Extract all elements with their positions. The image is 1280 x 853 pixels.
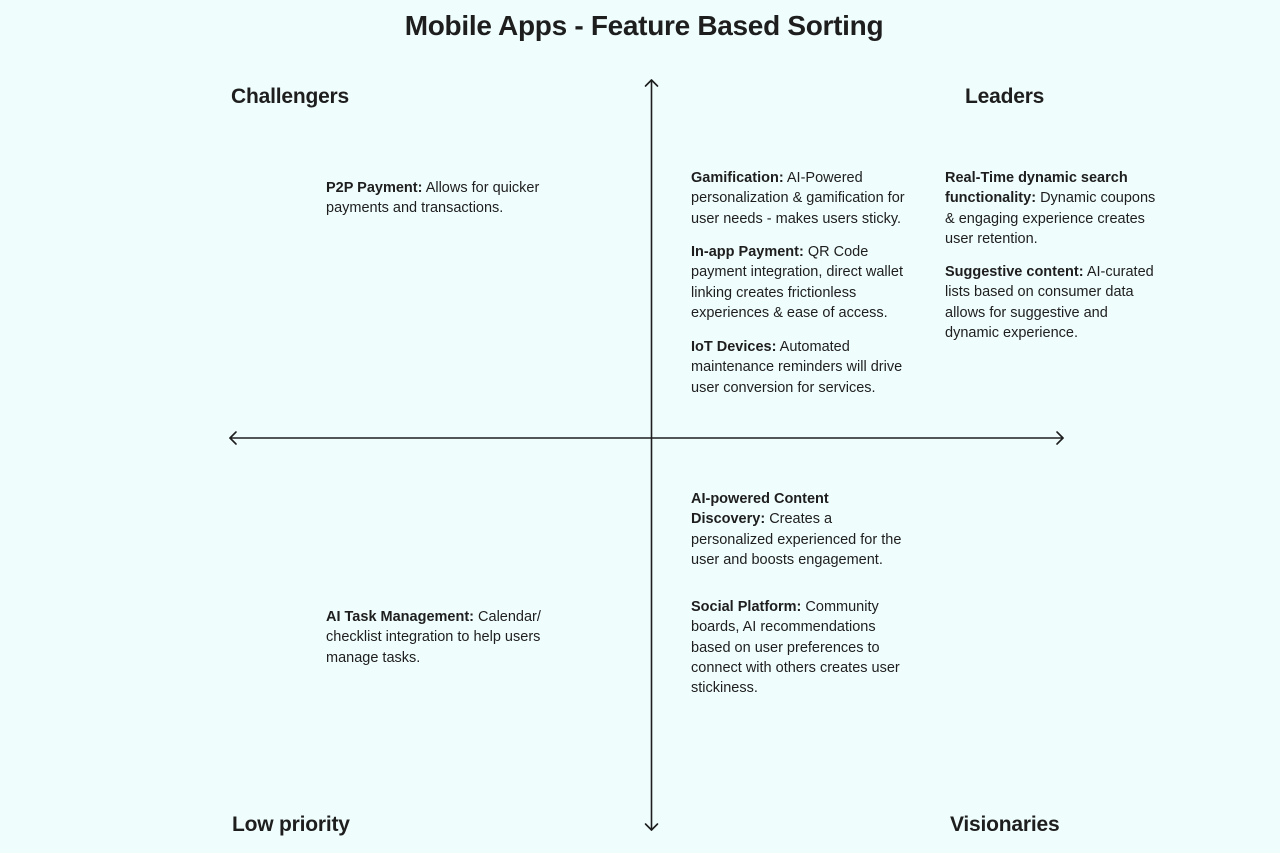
feature-in-app-payment: In-app Payment: QR Code payment integrat… <box>691 242 913 323</box>
feature-description: Dynamic coupons & engaging experience cr… <box>945 190 1156 247</box>
feature-description: Automated maintenance reminders will dri… <box>691 339 903 396</box>
feature-description: AI-Powered personalization & gamificatio… <box>691 170 905 227</box>
feature-description: Calendar/ checklist integration to help … <box>326 609 541 666</box>
feature-name: AI Task Management: <box>326 609 474 625</box>
feature-name: Suggestive content: <box>945 264 1084 280</box>
feature-name: P2P Payment: <box>326 180 423 196</box>
feature-name: AI-powered Content Discovery: <box>691 491 829 528</box>
arrow-right-icon <box>1056 431 1064 445</box>
feature-iot-devices: IoT Devices: Automated maintenance remin… <box>691 337 913 398</box>
feature-ai-task-management: AI Task Management: Calendar/ checklist … <box>326 607 546 668</box>
feature-p2p-payment: P2P Payment: Allows for quicker payments… <box>326 178 541 219</box>
quadrant-label-leaders: Leaders <box>965 85 1045 108</box>
feature-description: QR Code payment integration, direct wall… <box>691 244 903 321</box>
arrow-left-icon <box>229 431 237 445</box>
feature-name: Gamification: <box>691 170 784 186</box>
arrow-up-icon <box>644 79 659 87</box>
feature-suggestive-content: Suggestive content: AI-curated lists bas… <box>945 262 1157 343</box>
feature-name: In-app Payment: <box>691 244 804 260</box>
feature-name: Real-Time dynamic search functionality: <box>945 170 1128 207</box>
quadrant-label-low-priority: Low priority <box>232 813 350 836</box>
page-title: Mobile Apps - Feature Based Sorting <box>404 10 884 41</box>
quadrant-label-visionaries: Visionaries <box>950 813 1060 836</box>
feature-description: Creates a personalized experienced for t… <box>691 511 902 568</box>
feature-ai-content-discovery: AI-powered Content Discovery: Creates a … <box>691 489 905 570</box>
feature-social-platform: Social Platform: Community boards, AI re… <box>691 597 909 698</box>
feature-description: Community boards, AI recommendations bas… <box>691 599 900 697</box>
feature-name: IoT Devices: <box>691 339 777 355</box>
feature-description: AI-curated lists based on consumer data … <box>945 264 1154 341</box>
feature-real-time-search: Real-Time dynamic search functionality: … <box>945 168 1163 249</box>
feature-gamification: Gamification: AI-Powered personalization… <box>691 168 913 229</box>
quadrant-label-challengers: Challengers <box>231 85 350 108</box>
feature-name: Social Platform: <box>691 599 802 615</box>
arrow-down-icon <box>644 823 659 831</box>
feature-description: Allows for quicker payments and transact… <box>326 180 540 217</box>
